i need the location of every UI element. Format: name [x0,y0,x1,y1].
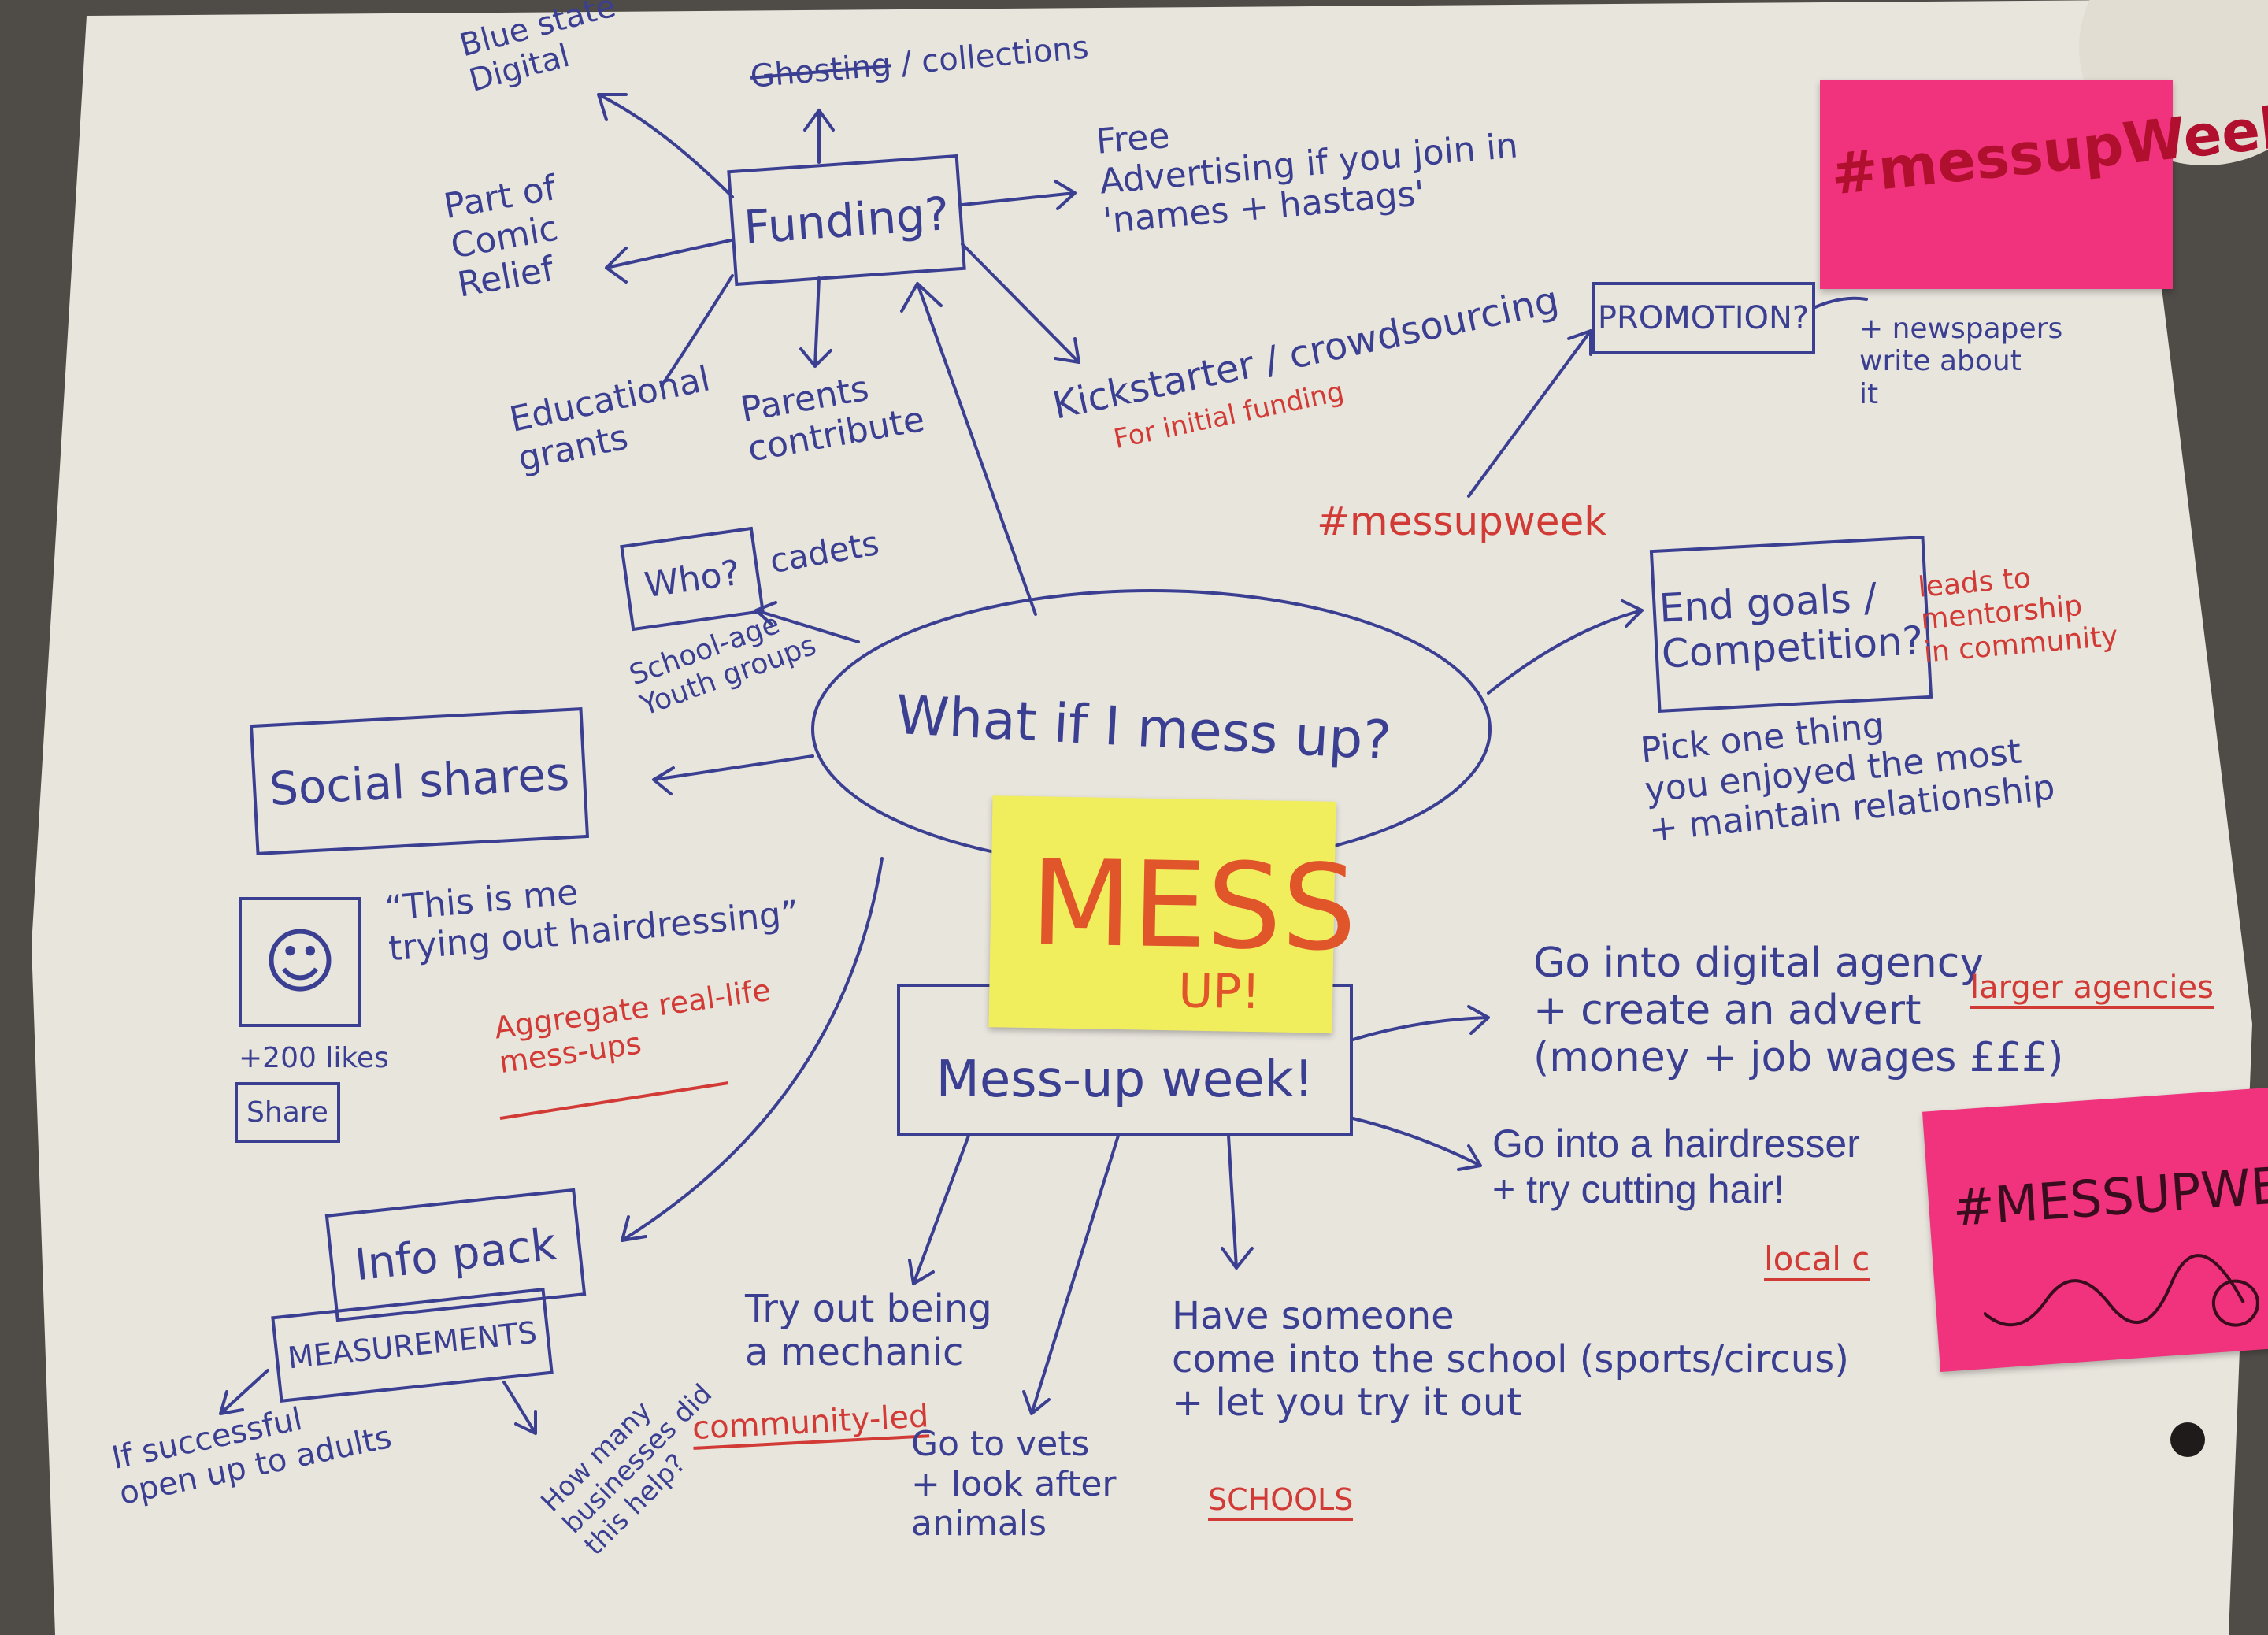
sticky-note-yellow: MESS UP! [988,795,1358,1033]
node-mess-up-week-label: Mess-up week! [936,1050,1314,1109]
node-end-goals: End goals / Competition? [1649,536,1933,713]
text-local: local c [1764,1240,1870,1282]
sticky-note-pink-bottom: #MESSUPWEEK [1922,1088,2268,1372]
text-hairdresser: Go into a hairdresser + try cutting hair… [1492,1122,1860,1211]
node-funding-label: Funding? [742,186,951,254]
share-button-sketch: Share [235,1082,340,1143]
node-info-pack-label: Info pack [352,1218,559,1292]
node-funding: Funding? [727,154,966,287]
text-comic-relief: Part of Comic Relief [440,168,561,306]
text-vets: Go to vets + look after animals [911,1424,1117,1544]
text-hashtag-messupweek: #messupweek [1317,499,1607,544]
hole-punch-dot [2170,1422,2205,1457]
node-measurements-label: MEASUREMENTS [286,1314,539,1376]
node-promotion-label: PROMOTION? [1597,300,1810,336]
node-social-shares: Social shares [249,707,590,855]
sticky-note-pink-top: #messupWeek [1820,80,2268,289]
node-promotion: PROMOTION? [1592,282,1815,354]
node-who: Who? [620,526,765,632]
text-newspapers: + newspapers write about it [1859,313,2063,410]
node-social-shares-label: Social shares [268,747,571,816]
text-likes: +200 likes [239,1042,389,1074]
text-mechanic: Try out being a mechanic [745,1287,992,1375]
node-who-label: Who? [642,552,743,606]
text-mentorship: leads to mentorship in community [1917,562,2120,669]
sticky-yellow-up: UP! [1177,963,1262,1021]
smiley-face-icon: ☺ [263,921,337,1003]
text-schools: SCHOOLS [1208,1482,1354,1521]
smiley-photo-frame: ☺ [239,897,361,1027]
share-label: Share [246,1096,328,1129]
sticky-pink-bottom-text: #MESSUPWEEK [1951,1152,2268,1239]
node-end-goals-label: End goals / Competition? [1658,573,1925,677]
sticky-yellow-mess: MESS [1028,835,1358,978]
text-school-visit: Have someone come into the school (sport… [1172,1294,1849,1426]
squiggle-smiley-doodle [1982,1254,2259,1327]
text-digital-agency: Go into digital agency + create an adver… [1533,940,2064,1081]
text-larger-agencies: larger agencies [1970,970,2214,1009]
